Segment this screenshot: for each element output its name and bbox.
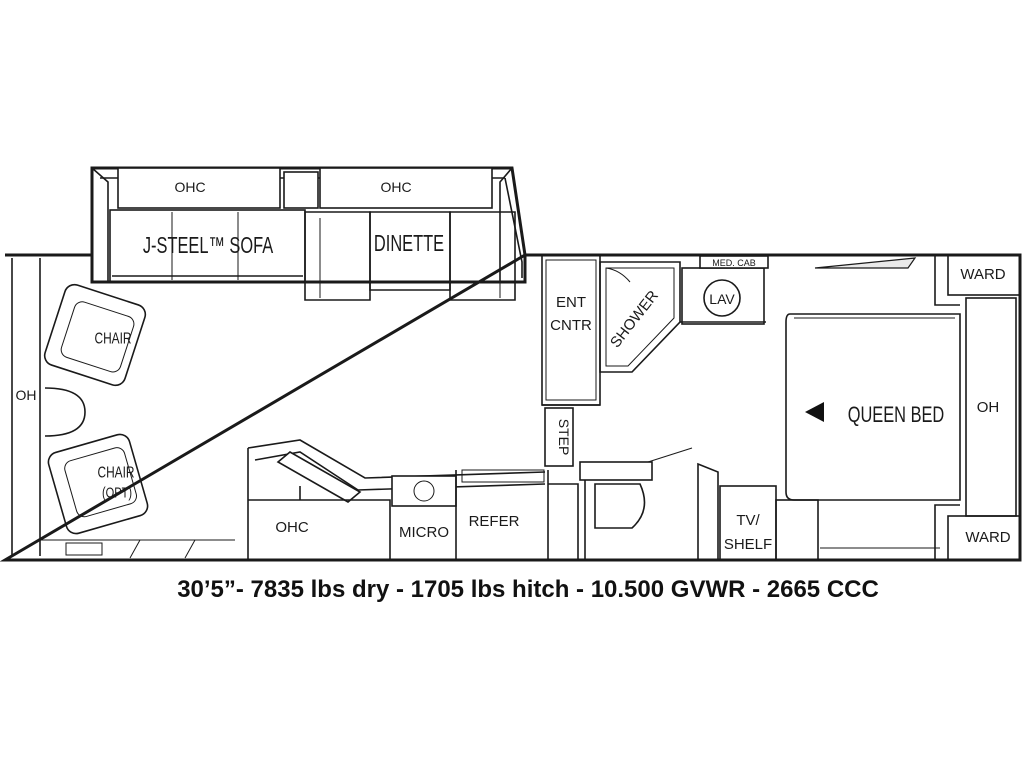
label-tv-line1: TV/ — [736, 512, 760, 529]
toilet — [594, 483, 646, 529]
ohc-left-cabinet — [117, 167, 281, 209]
label-refer: REFER — [469, 513, 520, 530]
sink — [276, 451, 362, 503]
triangle-left-icon — [805, 402, 824, 422]
label-queen-bed: QUEEN BED — [848, 402, 945, 427]
room-labels: OHC OHC J-STEEL™ SOFA DINETTE CHAIR CHAI… — [16, 179, 1011, 553]
front-lounge — [40, 283, 235, 559]
label-sofa: J-STEEL™ SOFA — [143, 233, 274, 258]
ohc-right-cabinet — [319, 167, 493, 209]
ward-top — [947, 254, 1021, 296]
label-ent-line1: ENT — [556, 294, 586, 311]
label-chair-opt-line2: (OPT) — [102, 484, 132, 501]
label-ward-top: WARD — [960, 266, 1005, 283]
lav-sink — [703, 279, 741, 317]
label-oh-right: OH — [977, 399, 1000, 416]
kitchen — [247, 439, 579, 560]
shower-stall — [599, 261, 681, 373]
entertainment-center — [541, 254, 601, 467]
label-ohc-bottom: OHC — [275, 519, 309, 536]
label-ohc-right: OHC — [380, 179, 411, 195]
step-box — [544, 407, 574, 467]
bathroom — [579, 255, 769, 560]
label-lav: LAV — [709, 291, 735, 307]
med-cab — [699, 255, 769, 269]
label-tv-line2: SHELF — [724, 536, 772, 553]
oh-right-cabinet — [965, 297, 1017, 517]
label-ward-bottom: WARD — [965, 529, 1010, 546]
label-ent-line2: CNTR — [550, 317, 592, 334]
label-oh-left: OH — [16, 387, 37, 403]
label-dinette: DINETTE — [374, 231, 444, 256]
label-step: STEP — [556, 419, 572, 456]
slide-out — [109, 167, 516, 301]
chair-top — [43, 283, 147, 387]
label-chair: CHAIR — [95, 330, 132, 347]
label-shower: SHOWER — [607, 287, 662, 351]
label-med-cab: MED. CAB — [712, 258, 756, 268]
bedroom — [697, 254, 1021, 561]
label-ohc-left: OHC — [174, 179, 205, 195]
spec-caption: 30’5”- 7835 lbs dry - 1705 lbs hitch - 1… — [177, 576, 879, 603]
label-chair-opt-line1: CHAIR — [98, 464, 135, 481]
exterior-walls — [0, 166, 1022, 562]
label-micro: MICRO — [399, 524, 449, 541]
chair-bottom — [47, 433, 149, 535]
